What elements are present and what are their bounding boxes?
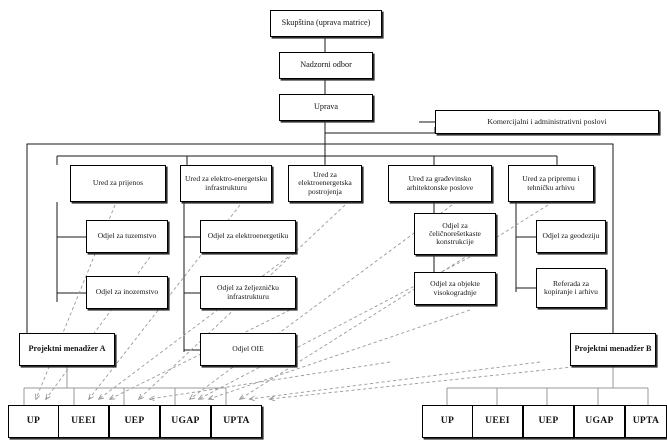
node-odjel-za-inozemstvo[interactable]: Odjel za inozemstvo [86, 276, 168, 309]
node-ured-za-pripremu-i-tehnicku-arhivu-label: Ured za pripremu i tehničku arhivu [522, 174, 580, 192]
unit-left-ugap-label: UGAP [171, 415, 200, 427]
node-uprava-label: Uprava [313, 102, 339, 112]
unit-right-ugap[interactable]: UGAP [574, 405, 625, 438]
node-odjel-za-zeljeznicku-infrastrukturu-label: Odjel za željezničku infrastrukturu [217, 283, 279, 301]
unit-left-ueei-label: UEEI [71, 415, 96, 427]
node-odjel-za-elektroenergetiku[interactable]: Odjel za elektroenergetiku [200, 220, 296, 253]
node-projektni-menadzer-b[interactable]: Projektni menadžer B [570, 333, 656, 366]
node-skupstina[interactable]: Skupština (uprava matrice) [270, 10, 382, 37]
unit-right-uep[interactable]: UEP [523, 405, 574, 438]
node-ured-za-elektroenergetsku-infrastrukturu-label: Ured za elektro-energetsku infrastruktur… [184, 174, 268, 192]
node-ured-za-elektroenergetska-postrojenja[interactable]: Ured za elektroenergetska postrojenja [288, 165, 362, 202]
unit-right-ugap-label: UGAP [585, 415, 614, 427]
node-skupstina-label: Skupština (uprava matrice) [281, 18, 371, 28]
node-odjel-za-tuzemstvo-label: Odjel za tuzemstvo [97, 231, 157, 241]
node-referada-za-kopiranje-i-arhivu-label: Referada za kopiranje i arhivu [544, 278, 598, 296]
node-referada-za-kopiranje-i-arhivu[interactable]: Referada za kopiranje i arhivu [536, 268, 606, 308]
node-ured-za-prijenos[interactable]: Ured za prijenos [70, 165, 166, 202]
node-komercijalni-poslovi[interactable]: Komercijalni i administrativni poslovi [435, 110, 659, 134]
node-odjel-za-tuzemstvo[interactable]: Odjel za tuzemstvo [86, 220, 168, 253]
node-ured-za-elektroenergetska-postrojenja-label: Ured za elektroenergetska postrojenja [298, 170, 352, 196]
unit-right-uep-label: UEP [538, 415, 559, 427]
node-odjel-oie-label: Odjel OIE [232, 344, 264, 354]
unit-right-up[interactable]: UP [422, 405, 473, 438]
node-odjel-za-objekte-visokogradnje-label: Odjel za objekte visokogradnje [430, 279, 480, 297]
node-odjel-za-zeljeznicku-infrastrukturu[interactable]: Odjel za željezničku infrastrukturu [200, 276, 296, 309]
node-odjel-za-geodeziju[interactable]: Odjel za geodeziju [536, 220, 606, 253]
unit-left-up-label: UP [26, 415, 41, 427]
unit-left-upta-label: UPTA [223, 415, 250, 427]
unit-right-up-label: UP [440, 415, 455, 427]
node-odjel-za-celicnoresetkaste-konstrukcije[interactable]: Odjel za čeličnorešetkaste konstrukcije [414, 213, 496, 255]
unit-left-upta[interactable]: UPTA [211, 405, 262, 438]
node-ured-za-prijenos-label: Ured za prijenos [92, 178, 144, 188]
node-odjel-za-geodeziju-label: Odjel za geodeziju [542, 231, 600, 241]
unit-left-ugap[interactable]: UGAP [160, 405, 211, 438]
unit-right-upta[interactable]: UPTA [625, 405, 667, 438]
node-projektni-menadzer-a[interactable]: Projektni menadžer A [19, 333, 115, 366]
unit-right-upta-label: UPTA [632, 415, 660, 427]
node-odjel-za-elektroenergetiku-label: Odjel za elektroenergetiku [207, 231, 289, 241]
node-komercijalni-poslovi-label: Komercijalni i administrativni poslovi [487, 116, 607, 126]
node-uprava[interactable]: Uprava [279, 94, 373, 121]
unit-right-ueei[interactable]: UEEI [472, 405, 523, 438]
node-odjel-oie[interactable]: Odjel OIE [200, 333, 296, 366]
node-nadzorni-odbor-label: Nadzorni odbor [300, 60, 352, 70]
node-nadzorni-odbor[interactable]: Nadzorni odbor [279, 52, 373, 79]
node-ured-za-gradjevinsko-arhitektonske-poslove-label: Ured za građevinsko arhitektonske poslov… [406, 174, 474, 192]
node-ured-za-pripremu-i-tehnicku-arhivu[interactable]: Ured za pripremu i tehničku arhivu [508, 165, 594, 202]
node-odjel-za-inozemstvo-label: Odjel za inozemstvo [95, 287, 159, 297]
unit-left-uep[interactable]: UEP [109, 405, 160, 438]
node-projektni-menadzer-b-label: Projektni menadžer B [574, 344, 652, 354]
node-ured-za-elektroenergetsku-infrastrukturu[interactable]: Ured za elektro-energetsku infrastruktur… [180, 165, 272, 202]
node-odjel-za-objekte-visokogradnje[interactable]: Odjel za objekte visokogradnje [414, 272, 496, 305]
node-ured-za-gradjevinsko-arhitektonske-poslove[interactable]: Ured za građevinsko arhitektonske poslov… [388, 165, 492, 202]
unit-left-ueei[interactable]: UEEI [58, 405, 109, 438]
unit-right-ueei-label: UEEI [485, 415, 510, 427]
unit-left-up[interactable]: UP [8, 405, 59, 438]
node-odjel-za-celicnoresetkaste-konstrukcije-label: Odjel za čeličnorešetkaste konstrukcije [429, 220, 481, 247]
unit-left-uep-label: UEP [124, 415, 145, 427]
node-projektni-menadzer-a-label: Projektni menadžer A [28, 344, 106, 354]
